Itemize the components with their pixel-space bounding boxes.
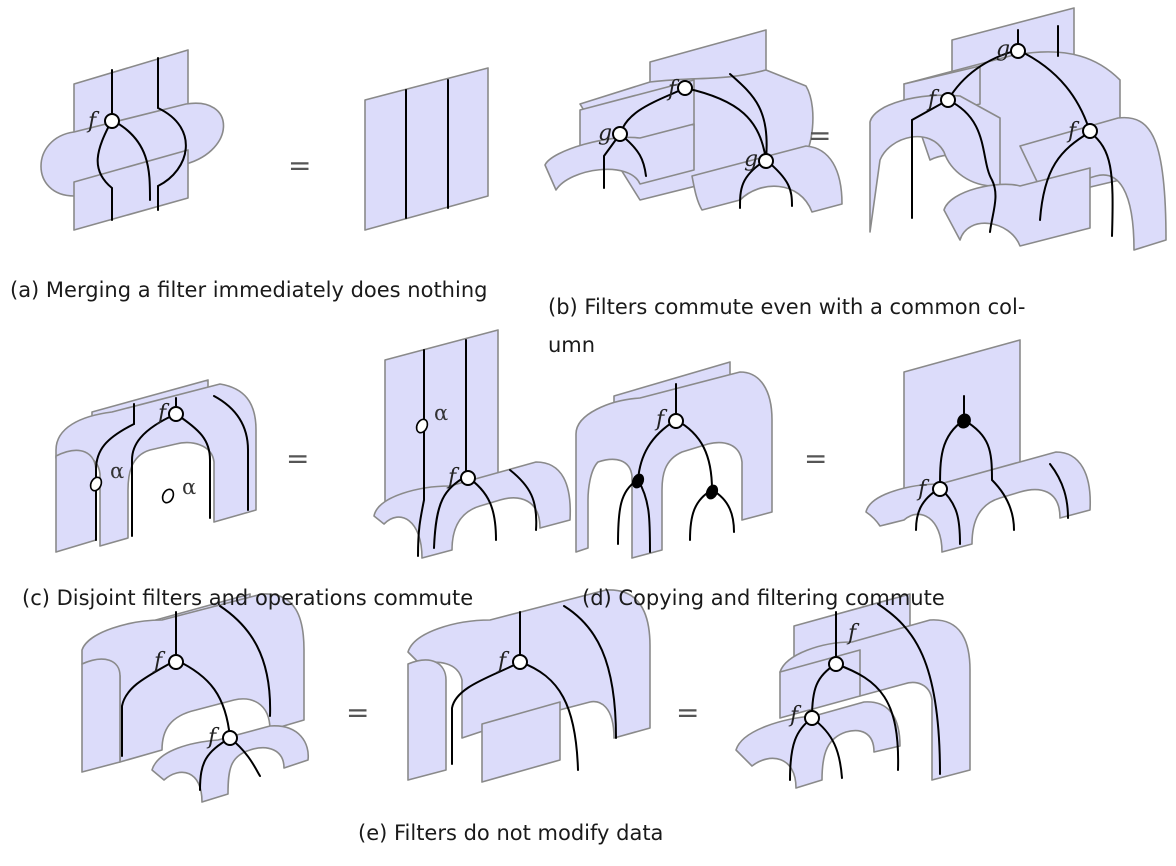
equals-sign: = bbox=[288, 149, 311, 182]
filter-node bbox=[222, 730, 238, 746]
filter-node bbox=[940, 92, 956, 108]
copy-node bbox=[957, 413, 971, 429]
caption-d: (d) Copying and filtering commute bbox=[582, 586, 945, 610]
operation-label: α bbox=[110, 459, 124, 483]
caption-c: (c) Disjoint filters and operations comm… bbox=[22, 586, 474, 610]
operation-label: α bbox=[182, 475, 196, 499]
filter-node bbox=[1082, 123, 1098, 139]
filter-node bbox=[677, 80, 693, 96]
copy-node bbox=[631, 473, 645, 489]
sheet-left bbox=[869, 94, 1001, 233]
wire bbox=[213, 395, 249, 511]
filter-node bbox=[668, 413, 684, 429]
filter-node bbox=[804, 710, 820, 726]
wire bbox=[219, 605, 272, 717]
operation-node bbox=[161, 488, 175, 504]
wire bbox=[729, 73, 768, 161]
wire bbox=[1017, 49, 1091, 133]
wire bbox=[835, 663, 900, 771]
diagram-e-right: f f bbox=[735, 593, 971, 789]
sheet-body bbox=[407, 589, 651, 739]
wire bbox=[1049, 463, 1069, 519]
filter-label: g bbox=[996, 37, 1010, 62]
caption-b-line1: (b) Filters commute even with a common c… bbox=[548, 295, 1026, 319]
wire bbox=[433, 475, 467, 549]
diagram-d-right: f bbox=[865, 339, 1091, 553]
caption-a: (a) Merging a filter immediately does no… bbox=[10, 278, 488, 302]
sheet-bottom bbox=[943, 167, 1091, 247]
diagram-d-left: f bbox=[575, 361, 773, 559]
equals-sign: = bbox=[286, 442, 309, 475]
diagram-c-right: α f bbox=[373, 329, 572, 559]
diagram-c-left: f α α bbox=[55, 379, 257, 553]
sheet-body bbox=[55, 383, 257, 547]
diagram-b-left: f g g bbox=[544, 29, 843, 213]
wire bbox=[563, 605, 617, 739]
filter-node bbox=[828, 656, 844, 672]
wire bbox=[675, 419, 713, 491]
wire bbox=[603, 133, 621, 189]
filter-node bbox=[460, 470, 476, 486]
wire bbox=[877, 603, 941, 775]
filter-node bbox=[1010, 43, 1026, 59]
sheet-bottom bbox=[735, 701, 901, 789]
caption-b-line2: umn bbox=[548, 333, 596, 357]
wire bbox=[684, 87, 767, 161]
filter-node bbox=[512, 654, 528, 670]
sheet-left-bottom bbox=[544, 123, 695, 191]
sheet-left-leg bbox=[55, 449, 97, 553]
wire bbox=[963, 419, 1015, 531]
diagram-a-right bbox=[364, 67, 489, 231]
filter-node bbox=[104, 113, 120, 129]
equals-sign: = bbox=[676, 696, 699, 729]
filter-node bbox=[168, 406, 184, 422]
filter-node bbox=[168, 654, 184, 670]
diagram-b-right: g f f bbox=[869, 7, 1167, 251]
filter-label: g bbox=[744, 147, 758, 172]
wire bbox=[131, 413, 177, 537]
wire bbox=[121, 659, 177, 757]
sheet-left-leg bbox=[407, 659, 447, 781]
wire bbox=[451, 661, 521, 765]
equals-sign: = bbox=[808, 119, 831, 152]
wire bbox=[1089, 131, 1114, 237]
sheet-bottom bbox=[73, 149, 189, 231]
operation-node bbox=[89, 476, 103, 492]
copy-node bbox=[705, 484, 719, 500]
wire bbox=[911, 99, 949, 219]
operation-node bbox=[415, 418, 429, 434]
wire bbox=[1039, 131, 1091, 221]
diagram-e-middle: f bbox=[407, 589, 651, 783]
wire bbox=[417, 411, 425, 557]
operation-label: α bbox=[434, 401, 448, 425]
wire bbox=[509, 469, 538, 531]
sheet-body bbox=[575, 371, 773, 559]
wire bbox=[175, 659, 231, 739]
equals-sign: = bbox=[804, 442, 827, 475]
sheet-right bbox=[1019, 116, 1167, 251]
diagram-e-left: f f bbox=[81, 593, 310, 803]
caption-e: (e) Filters do not modify data bbox=[358, 821, 664, 845]
filter-node bbox=[932, 481, 948, 497]
equals-sign: = bbox=[346, 696, 369, 729]
sheet-left-leg bbox=[81, 658, 121, 773]
wire bbox=[947, 99, 997, 233]
filter-label: g bbox=[598, 121, 612, 146]
filter-node bbox=[758, 153, 774, 169]
filter-node bbox=[612, 126, 628, 142]
wire bbox=[157, 57, 187, 211]
wire bbox=[519, 661, 579, 771]
wire bbox=[111, 119, 151, 201]
sheet-bottom bbox=[373, 461, 572, 559]
sheet-plain bbox=[364, 67, 489, 231]
wire bbox=[95, 423, 135, 541]
wire bbox=[96, 119, 113, 221]
sheet-stub bbox=[481, 701, 561, 783]
diagram-a-left: f bbox=[40, 49, 225, 231]
wire bbox=[175, 413, 211, 519]
